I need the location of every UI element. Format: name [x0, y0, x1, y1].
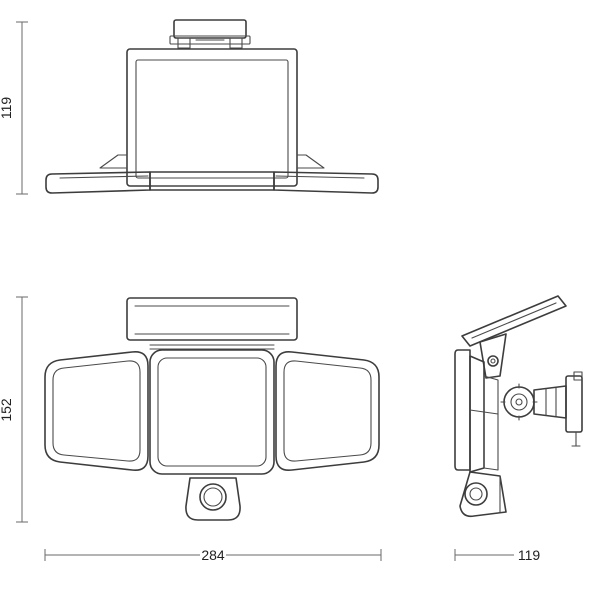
side-view-light-body	[454, 349, 499, 473]
front-view-solar-panel	[126, 297, 298, 341]
top-view-solar-panel	[126, 48, 298, 187]
top-view-left-support	[99, 154, 128, 169]
top-view-light-heads	[45, 171, 379, 194]
front-view-hinge	[149, 344, 275, 350]
top-view-right-support	[296, 154, 325, 169]
front-view-width-label: 284	[201, 547, 225, 563]
side-view-joint-arm	[500, 383, 567, 421]
front-view-motion-sensor	[185, 477, 241, 521]
top-view-height-label: 119	[0, 97, 14, 120]
top-view: 119	[0, 19, 379, 195]
top-view-height-dimension: 119	[0, 21, 28, 195]
front-view-left-light-head	[44, 350, 149, 472]
side-view-sensor-housing	[459, 471, 507, 518]
front-view: 152 284	[0, 296, 382, 563]
top-view-mount-clamp	[169, 19, 251, 49]
side-view-wall-mount	[565, 371, 583, 447]
side-view-solar-panel	[461, 295, 567, 347]
side-view-width-dimension: 119	[454, 547, 541, 563]
front-view-right-light-head	[275, 350, 380, 472]
front-view-height-label: 152	[0, 398, 14, 422]
front-view-width-dimension: 284	[44, 547, 382, 563]
side-view: 119	[454, 295, 583, 563]
side-view-width-label: 119	[518, 547, 541, 563]
front-view-height-dimension: 152	[0, 296, 28, 523]
front-view-center-light-head	[149, 349, 275, 475]
